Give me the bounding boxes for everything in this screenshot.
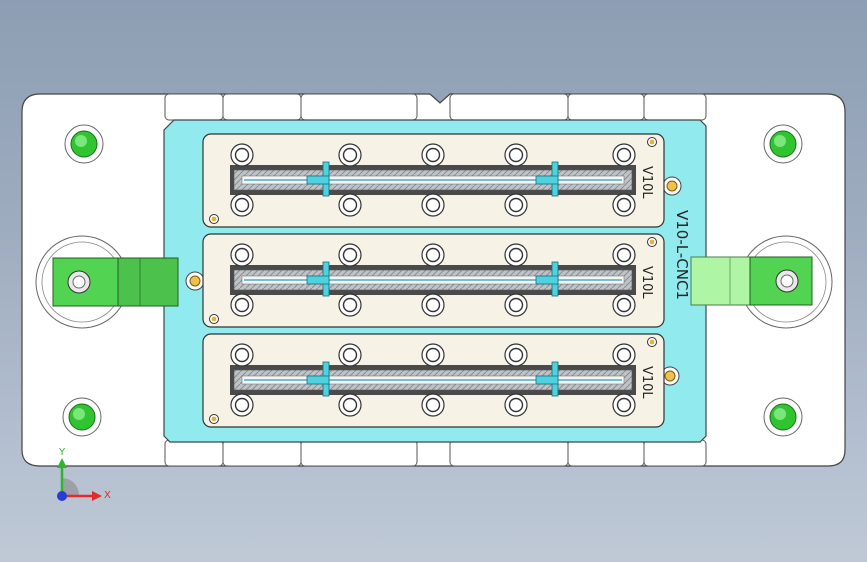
left-clamp bbox=[52, 257, 179, 307]
screw-hole bbox=[338, 143, 362, 167]
screw-hole bbox=[421, 243, 445, 267]
nest-label: V10L bbox=[639, 366, 654, 399]
screw-hole bbox=[612, 343, 636, 367]
nest-insert-2: V10L bbox=[202, 233, 665, 328]
screw-hole bbox=[504, 393, 528, 417]
screw-hole bbox=[338, 343, 362, 367]
axis-triad: X Y bbox=[57, 447, 111, 501]
green-pin-bottom-right bbox=[763, 397, 803, 437]
screw-hole bbox=[421, 293, 445, 317]
screw-hole bbox=[338, 243, 362, 267]
bottom-tabs bbox=[164, 439, 707, 467]
plate-brass-pins bbox=[185, 176, 682, 386]
right-clamp bbox=[690, 256, 813, 306]
screw-hole bbox=[504, 293, 528, 317]
screw-hole bbox=[230, 193, 254, 217]
screw-hole bbox=[338, 293, 362, 317]
screw-hole bbox=[421, 143, 445, 167]
screw-hole bbox=[504, 193, 528, 217]
screw-hole bbox=[338, 193, 362, 217]
green-pin-bottom-left bbox=[62, 397, 102, 437]
x-axis-label: X bbox=[104, 490, 111, 501]
screw-hole bbox=[504, 243, 528, 267]
screw-hole bbox=[612, 243, 636, 267]
locating-pins bbox=[62, 124, 803, 437]
nest-insert-3: V10L bbox=[202, 333, 665, 428]
screw-hole bbox=[230, 343, 254, 367]
screw-hole bbox=[338, 393, 362, 417]
top-tabs bbox=[164, 93, 707, 121]
nest-insert-1: V10L bbox=[202, 133, 665, 228]
screw-hole bbox=[612, 393, 636, 417]
screw-hole bbox=[230, 243, 254, 267]
screw-hole bbox=[230, 393, 254, 417]
green-pin-top-right bbox=[763, 124, 803, 164]
screw-hole bbox=[421, 343, 445, 367]
screw-hole bbox=[612, 293, 636, 317]
nest-inserts: V10L V10L V10L bbox=[202, 133, 665, 428]
screw-hole bbox=[230, 293, 254, 317]
screw-hole bbox=[421, 193, 445, 217]
screw-hole bbox=[504, 343, 528, 367]
screw-hole bbox=[421, 393, 445, 417]
nest-label: V10L bbox=[639, 166, 654, 199]
screw-hole bbox=[612, 193, 636, 217]
screw-hole bbox=[504, 143, 528, 167]
part-label: V10-L-CNC1 bbox=[673, 210, 691, 300]
screw-hole bbox=[230, 143, 254, 167]
screw-hole bbox=[612, 143, 636, 167]
y-axis-label: Y bbox=[58, 447, 66, 458]
green-pin-top-left bbox=[64, 124, 104, 164]
nest-label: V10L bbox=[639, 266, 654, 299]
